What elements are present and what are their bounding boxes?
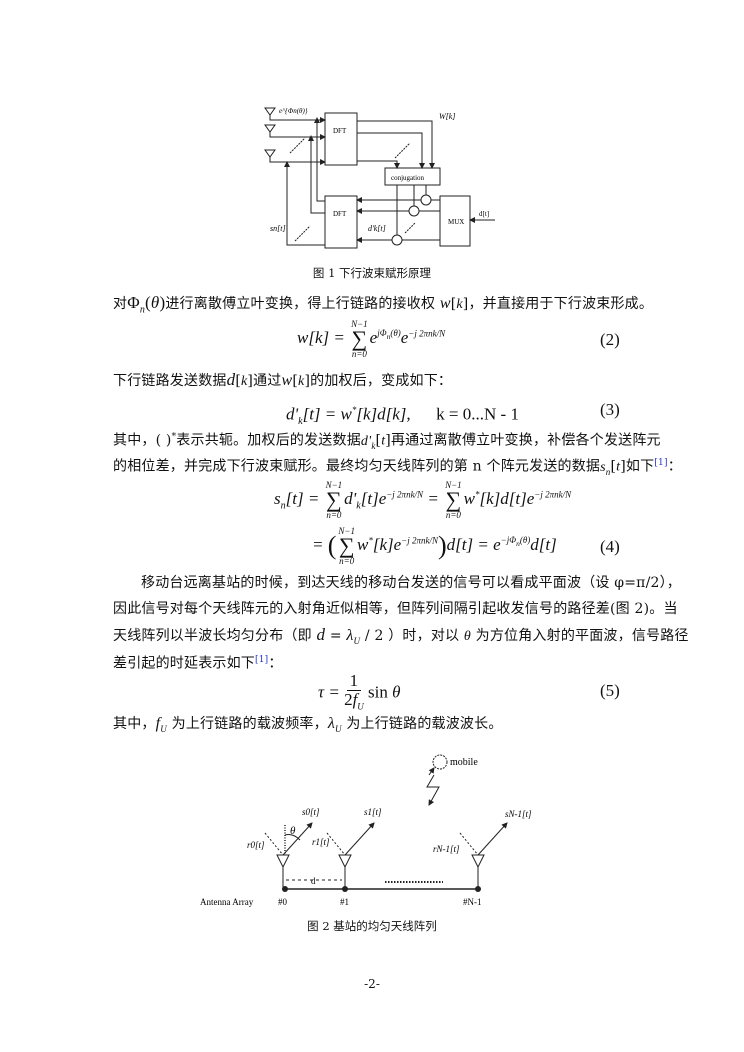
paragraph-5: 其中，fU 为上行链路的载波频率，λU 为上行链路的载波波长。 [113,715,503,735]
index-range: k = 0...N - 1 [436,404,519,424]
text: 差引起的时延表示如下 [113,655,255,672]
figure-2-antenna-array: mobile s0[t] s1[t] sN-1[t] r0[t] r1[t] r… [200,754,532,907]
paragraph-2: 下行链路发送数据d[k]通过w[k]的加权后，变成如下： [113,370,453,389]
text: 下行链路发送数据 [113,373,227,389]
paragraph-1: 对Φn(θ)进行离散傅立叶变换，得上行链路的接收权 w[k]，并直接用于下行波束… [113,293,654,316]
dft-top-box [324,112,358,166]
figure-1-block-diagram: e^{Φn(θ)} DFT W[k] conjugation DFT MUX d… [264,107,495,249]
conjugation-box [384,167,441,186]
equation-number: (3) [600,400,620,419]
equation-number: (5) [600,681,620,700]
text: 再通过离散傅立叶变换，补偿各个发送阵元 [390,432,661,449]
figure-1-caption: 图 1 下行波束赋形原理 [312,266,432,280]
element-1-label: #1 [340,897,349,907]
s0-label: s0[t] [302,807,320,817]
summation: N−1∑n=0 [325,480,343,520]
page-number: -2- [364,977,380,991]
text: 为上行链路的载波波长。 [346,716,503,732]
sN-label: sN-1[t] [505,809,532,819]
text: 为方位角入射的平面波，信号路径 [475,628,689,644]
conjugation-label: conjugation [391,174,425,182]
dft-bottom-box [324,195,358,249]
mux-label: MUX [448,218,464,226]
text: 表示共轭。加权后的发送数据 [176,432,361,449]
multiplier-icon [391,234,403,246]
weight-label: W[k] [439,112,455,121]
paragraph-4-line-3: 天线阵列以半波长均匀分布（即 d = λU / 2 ）时，对以 θ 为方位角入射… [113,625,689,647]
sn-label: sn[t] [270,224,286,233]
dft-top-label: DFT [333,127,347,135]
antenna-icon [264,149,276,158]
paragraph-3-line-2: 的相位差，并完成下行波束赋形。最终均匀天线阵列的第 n 个阵元发送的数据sn[t… [113,458,682,477]
text: ，并直接用于下行波束形成。 [468,296,654,312]
theta-label: θ [290,825,296,837]
phase-label: e^{Φn(θ)} [279,107,308,115]
antenna-icon [471,854,485,869]
paragraph-4-line-4: 差引起的时延表示如下[1]： [113,650,283,674]
dft-bottom-label: DFT [333,210,347,218]
text: ： [667,458,682,475]
citation-link[interactable]: [1] [654,458,668,468]
text: 其中， [113,432,156,449]
text: 天线阵列以半波长均匀分布（即 [113,628,312,644]
antenna-icon [264,107,276,116]
text: 其中， [113,716,156,732]
text: 进行离散傅立叶变换，得上行链路的接收权 [165,296,436,312]
text: ）时，对以 [388,628,460,644]
equation-number: (4) [600,537,620,556]
element-0-label: #0 [278,897,288,907]
mobile-icon [432,754,448,770]
multiplier-icon [408,205,420,217]
r0-label: r0[t] [247,840,265,850]
text: 如下 [625,458,655,475]
citation-link[interactable]: [1] [255,655,269,665]
multiplier-icon [420,194,432,206]
r1-label: r1[t] [312,837,330,847]
input-label: d[t] [479,210,489,218]
figure-2-caption: 图 2 基站的均匀天线阵列 [307,919,437,933]
summation: N−1∑n=0 [445,480,462,520]
text: 的加权后，变成如下： [310,373,453,389]
antenna-icon [276,854,290,869]
text: 的相位差，并完成下行波束赋形。最终均匀天线阵列的第 n 个阵元发送的数据 [113,458,601,475]
antenna-array-label: Antenna Array [200,897,254,907]
d-label: d [311,876,316,886]
mobile-label: mobile [450,757,478,768]
text: 为上行链路的载波频率， [171,716,328,732]
paragraph-4-line-2: 因此信号对每个天线阵元的入射角近似相等，但阵列间隔引起收发信号的路径差(图 2)… [113,601,678,617]
s1-label: s1[t] [364,807,382,817]
equation-number: (2) [600,330,620,349]
summation: N−1∑n=0 [338,526,355,566]
rN-label: rN-1[t] [433,844,460,854]
paragraph-4-line-1: 移动台远离基站的时候，到达天线的移动台发送的信号可以看成平面波（设 φ=π/2）… [141,575,682,591]
summation: N−1∑n=0 [351,319,368,359]
antenna-icon [264,124,276,133]
text: 对 [113,296,128,312]
equation-3: d'k[t] = w*[k]d[k], k = 0...N - 1 [286,404,519,428]
dk-label: d'k[t] [368,224,386,233]
element-N-1-label: #N-1 [463,897,482,907]
text: 通过 [253,373,282,389]
antenna-icon [338,854,352,869]
paragraph-3-line-1: 其中，( )*表示共轭。加权后的发送数据d'k[t]再通过离散傅立叶变换，补偿各… [113,432,661,451]
text: ： [268,655,283,672]
